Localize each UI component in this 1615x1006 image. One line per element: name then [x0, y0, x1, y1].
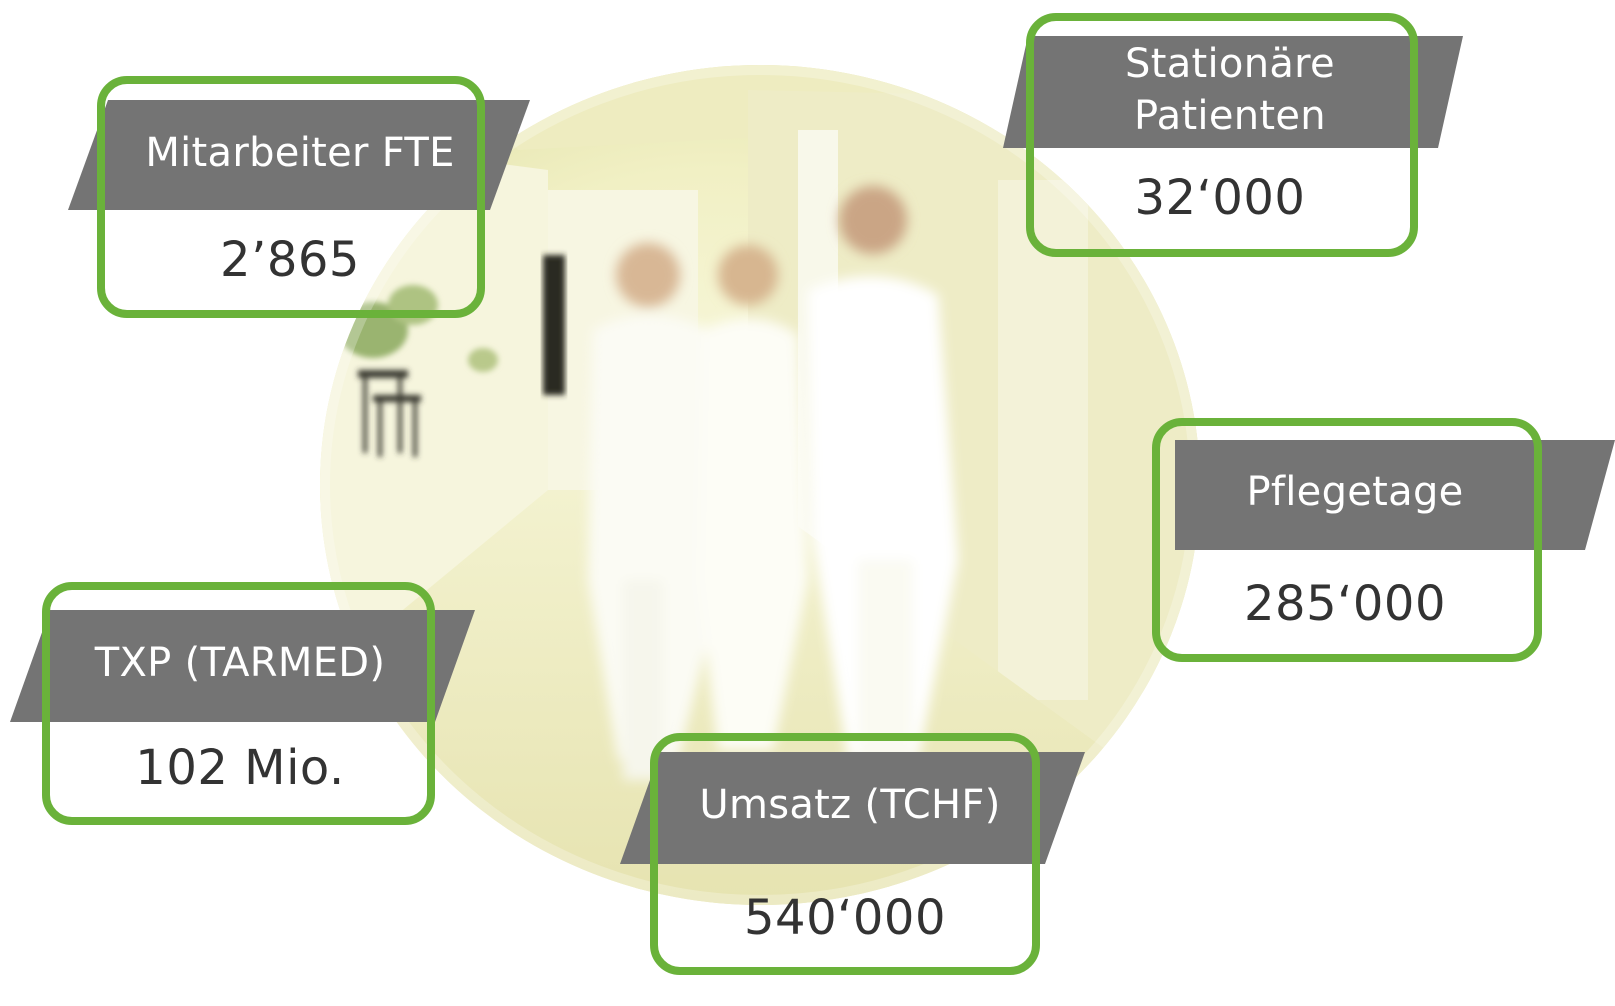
kpi-value: 285‘000: [1244, 576, 1446, 632]
kpi-label-band: [620, 752, 1085, 864]
kpi-label-band: [68, 100, 530, 210]
kpi-value: 2’865: [220, 232, 360, 288]
kpi-label: Stationäre Patienten: [1125, 41, 1335, 139]
kpi-frame: [1026, 13, 1418, 257]
kpi-value: 32‘000: [1134, 170, 1306, 226]
kpi-frame: [97, 76, 485, 318]
kpi-label-band: [1003, 36, 1463, 148]
kpi-frame: [1152, 418, 1542, 662]
kpi-frame: [42, 582, 435, 825]
kpi-label: Umsatz (TCHF): [699, 782, 1001, 828]
kpi-label: Pflegetage: [1246, 469, 1464, 515]
kpi-value: 102 Mio.: [135, 740, 345, 796]
kpi-label: TXP (TARMED): [94, 640, 386, 686]
kpi-value: 540‘000: [744, 890, 946, 946]
kpi-label: Mitarbeiter FTE: [145, 130, 455, 176]
hospital-corridor-photo: [320, 65, 1200, 905]
kpi-frame: [650, 733, 1040, 975]
kpi-label-band: [10, 610, 475, 722]
